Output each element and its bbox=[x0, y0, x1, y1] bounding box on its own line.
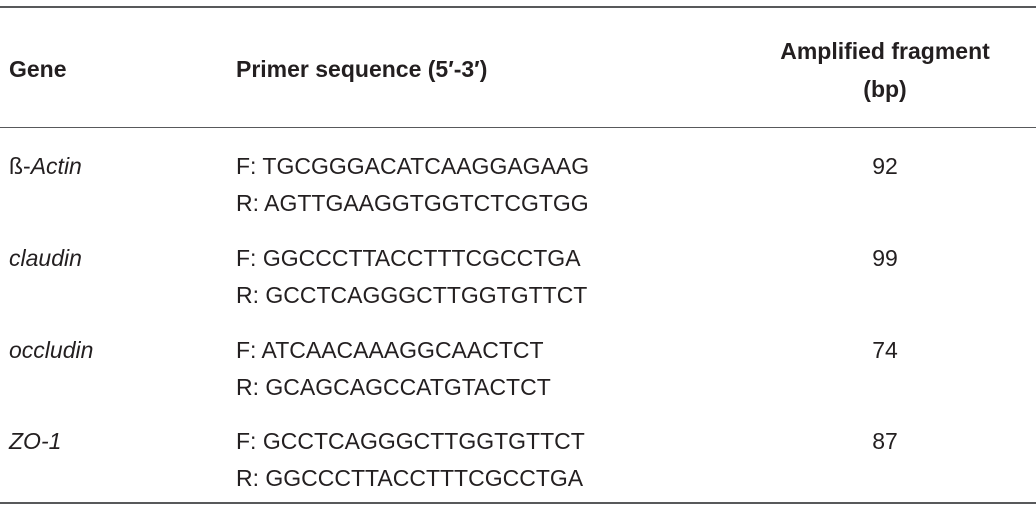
forward-primer: F: ATCAACAAAGGCAACTCT bbox=[236, 337, 544, 363]
header-rule bbox=[0, 127, 1036, 128]
reverse-primer: R: GCAGCAGCCATGTACTCT bbox=[236, 374, 551, 400]
forward-primer: F: GCCTCAGGGCTTGGTGTTCT bbox=[236, 428, 585, 454]
gene-name: ZO-1 bbox=[9, 428, 62, 454]
primer-cell: F: TGCGGGACATCAAGGAGAAG R: AGTTGAAGGTGGT… bbox=[236, 148, 589, 222]
header-gene: Gene bbox=[9, 56, 67, 82]
gene-cell: ß-Actin bbox=[9, 148, 82, 185]
gene-name: Actin bbox=[30, 153, 82, 179]
forward-primer: F: TGCGGGACATCAAGGAGAAG bbox=[236, 153, 590, 179]
fragment-cell: 92 bbox=[872, 153, 898, 179]
fragment-cell: 99 bbox=[872, 245, 898, 271]
gene-name: occludin bbox=[9, 337, 94, 363]
reverse-primer: R: AGTTGAAGGTGGTCTCGTGG bbox=[236, 190, 589, 216]
gene-cell: claudin bbox=[9, 240, 82, 277]
table-row: occludin F: ATCAACAAAGGCAACTCT R: GCAGCA… bbox=[0, 332, 1036, 424]
bottom-rule bbox=[0, 502, 1036, 504]
top-rule bbox=[0, 6, 1036, 8]
fragment-cell: 87 bbox=[872, 428, 898, 454]
primer-cell: F: GGCCCTTACCTTTCGCCTGA R: GCCTCAGGGCTTG… bbox=[236, 240, 587, 314]
reverse-primer: R: GGCCCTTACCTTTCGCCTGA bbox=[236, 465, 584, 491]
gene-prefix: ß- bbox=[9, 153, 31, 179]
primer-cell: F: GCCTCAGGGCTTGGTGTTCT R: GGCCCTTACCTTT… bbox=[236, 423, 585, 497]
table-row: ZO-1 F: GCCTCAGGGCTTGGTGTTCT R: GGCCCTTA… bbox=[0, 423, 1036, 515]
header-fragment-line2: (bp) bbox=[863, 76, 907, 102]
header-primer-sequence: Primer sequence (5′-3′) bbox=[236, 56, 488, 82]
fragment-cell: 74 bbox=[872, 337, 898, 363]
gene-name: claudin bbox=[9, 245, 82, 271]
header-fragment-line1: Amplified fragment bbox=[780, 38, 990, 64]
header-amplified-fragment: Amplified fragment (bp) bbox=[740, 32, 1030, 108]
gene-cell: occludin bbox=[9, 332, 93, 369]
primer-cell: F: ATCAACAAAGGCAACTCT R: GCAGCAGCCATGTAC… bbox=[236, 332, 551, 406]
forward-primer: F: GGCCCTTACCTTTCGCCTGA bbox=[236, 245, 581, 271]
table-row: ß-Actin F: TGCGGGACATCAAGGAGAAG R: AGTTG… bbox=[0, 148, 1036, 240]
table-row: claudin F: GGCCCTTACCTTTCGCCTGA R: GCCTC… bbox=[0, 240, 1036, 332]
gene-cell: ZO-1 bbox=[9, 423, 61, 460]
reverse-primer: R: GCCTCAGGGCTTGGTGTTCT bbox=[236, 282, 588, 308]
